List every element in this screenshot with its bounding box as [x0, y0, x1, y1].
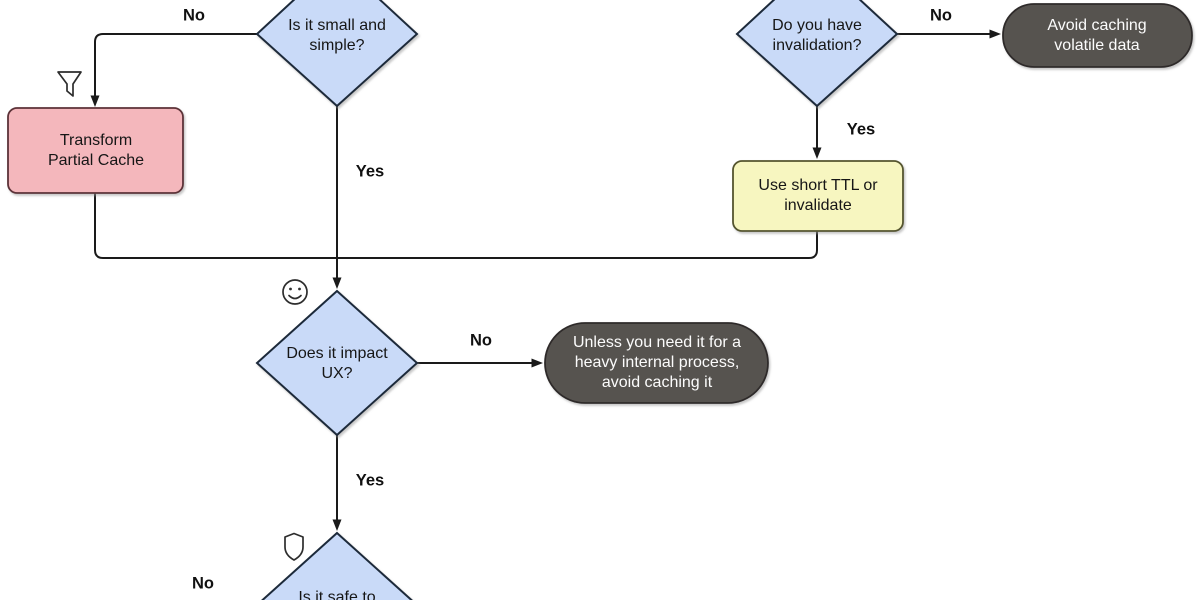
terminal-avoid-volatile-label: Avoid caching volatile data [1047, 17, 1147, 54]
decision-safe-to-label: Is it safe to [298, 589, 376, 600]
process-transform-partial-label: Transform Partial Cache [47, 132, 145, 169]
nodes [7, 0, 1193, 600]
process-short-ttl [732, 160, 904, 232]
arrowhead-into-short-ttl [812, 147, 822, 159]
process-short-ttl-label: Use short TTL or invalidate [758, 177, 878, 214]
edge-label-no-impact-ux: No [470, 331, 492, 350]
edge-label-no-invalidation: No [930, 6, 952, 25]
decision-impact-ux [255, 289, 419, 437]
arrowhead-into-safe-to [332, 519, 342, 531]
smiley-icon [282, 279, 308, 305]
edge-merge-transform-and-ttl [94, 193, 818, 259]
arrowhead-into-transform-partial [90, 95, 100, 107]
edge-label-yes-impact-ux: Yes [355, 471, 385, 490]
edges [90, 29, 1001, 531]
terminal-unless-heavy-label: Unless you need it for a heavy internal … [572, 334, 742, 391]
edge-label-yes-invalidation: Yes [846, 120, 876, 139]
decision-safe-to [261, 531, 413, 600]
edge-no-from-small-simple [94, 33, 257, 96]
arrowhead-into-impact-ux [332, 277, 342, 289]
decision-small-simple-label: Is it small and simple? [288, 17, 386, 54]
edge-label-yes-small-simple: Yes [355, 162, 385, 181]
edge-label-no-small-simple: No [183, 6, 205, 25]
decision-invalidation-label: Do you have invalidation? [772, 17, 862, 54]
arrowhead-into-unless-heavy [531, 358, 543, 368]
process-transform-partial [7, 107, 184, 194]
decision-invalidation [735, 0, 899, 108]
terminal-unless-heavy [544, 322, 769, 404]
arrowhead-into-avoid-volatile [989, 29, 1001, 39]
shield-icon [284, 532, 304, 561]
decision-small-simple [255, 0, 419, 108]
edge-label-no-safe-to: No [192, 574, 214, 593]
decision-impact-ux-label: Does it impact UX? [286, 345, 388, 382]
terminal-avoid-volatile [1002, 3, 1193, 68]
funnel-icon [57, 71, 82, 97]
